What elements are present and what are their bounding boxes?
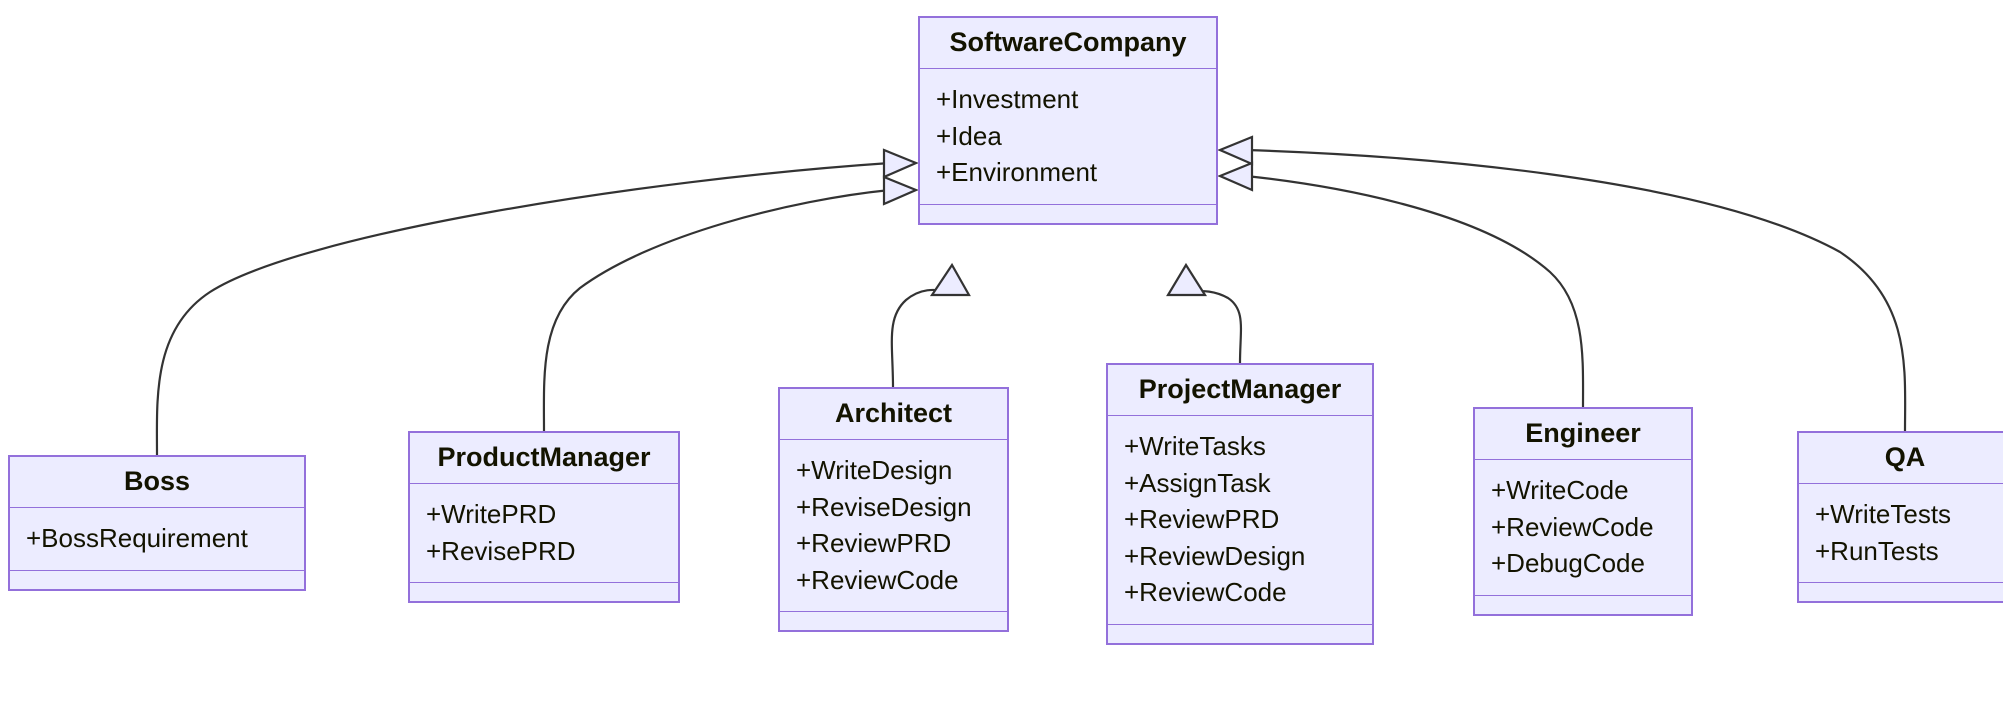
- class-node-boss[interactable]: Boss +BossRequirement: [8, 455, 306, 591]
- member-row: +Investment: [936, 84, 1079, 114]
- class-members-engineer: +WriteCode +ReviewCode +DebugCode: [1475, 460, 1691, 596]
- inheritance-arrow-boss: [882, 148, 919, 179]
- member-row: +AssignTask: [1124, 467, 1271, 498]
- class-title-qa: QA: [1799, 433, 2003, 484]
- class-members-architect: +WriteDesign +ReviseDesign +ReviewPRD +R…: [780, 440, 1007, 613]
- class-members-softwarecompany: +Investment +Idea +Environment: [920, 69, 1216, 205]
- member-row: +WriteTasks: [1124, 431, 1266, 461]
- class-node-architect[interactable]: Architect +WriteDesign +ReviseDesign +Re…: [778, 387, 1009, 633]
- member-row: +ReviewCode: [1124, 577, 1287, 608]
- inheritance-arrow-architect: [929, 262, 971, 297]
- class-node-softwarecompany[interactable]: SoftwareCompany +Investment +Idea +Envir…: [918, 16, 1218, 225]
- class-node-projectmanager[interactable]: ProjectManager +WriteTasks +AssignTask +…: [1106, 363, 1374, 645]
- member-row: +ReviseDesign: [796, 491, 972, 522]
- class-title-boss: Boss: [10, 457, 304, 508]
- member-row: +WriteCode: [1491, 475, 1629, 505]
- edge-architect-to-softwarecompany: [890, 288, 949, 388]
- class-title-softwarecompany: SoftwareCompany: [920, 18, 1216, 69]
- inheritance-arrow-qa: [1217, 135, 1254, 166]
- member-row: +Environment: [936, 157, 1098, 188]
- class-members-qa: +WriteTests +RunTests: [1799, 484, 2003, 584]
- inheritance-arrow-projectmanager: [1166, 262, 1207, 297]
- edge-projectmanager-to-softwarecompany: [1189, 289, 1243, 364]
- class-methods-productmanager: [410, 583, 678, 601]
- class-node-engineer[interactable]: Engineer +WriteCode +ReviewCode +DebugCo…: [1473, 407, 1693, 616]
- member-row: +DebugCode: [1491, 548, 1645, 579]
- class-title-architect: Architect: [780, 389, 1007, 440]
- member-row: +Idea: [936, 120, 1002, 151]
- member-row: +WriteTests: [1815, 499, 1952, 529]
- member-row: +WriteDesign: [796, 455, 953, 485]
- class-title-projectmanager: ProjectManager: [1108, 365, 1372, 416]
- member-row: +BossRequirement: [26, 523, 248, 553]
- member-row: +ReviewPRD: [1124, 504, 1280, 535]
- class-members-boss: +BossRequirement: [10, 508, 304, 571]
- class-members-projectmanager: +WriteTasks +AssignTask +ReviewPRD +Revi…: [1108, 416, 1372, 625]
- member-row: +RevisePRD: [426, 535, 576, 566]
- member-row: +RunTests: [1815, 535, 1939, 566]
- class-title-productmanager: ProductManager: [410, 433, 678, 484]
- member-row: +WritePRD: [426, 499, 557, 529]
- class-node-qa[interactable]: QA +WriteTests +RunTests: [1797, 431, 2003, 604]
- member-row: +ReviewCode: [796, 564, 959, 595]
- class-members-productmanager: +WritePRD +RevisePRD: [410, 484, 678, 584]
- class-methods-projectmanager: [1108, 625, 1372, 643]
- inheritance-arrow-productmanager: [882, 175, 919, 206]
- class-node-productmanager[interactable]: ProductManager +WritePRD +RevisePRD: [408, 431, 680, 604]
- class-methods-architect: [780, 612, 1007, 630]
- member-row: +ReviewPRD: [796, 528, 952, 559]
- class-methods-softwarecompany: [920, 205, 1216, 223]
- member-row: +ReviewDesign: [1124, 540, 1306, 571]
- member-row: +ReviewCode: [1491, 511, 1654, 542]
- class-methods-boss: [10, 571, 304, 589]
- class-title-engineer: Engineer: [1475, 409, 1691, 460]
- class-methods-engineer: [1475, 596, 1691, 614]
- inheritance-arrow-engineer: [1217, 161, 1254, 192]
- class-methods-qa: [1799, 583, 2003, 601]
